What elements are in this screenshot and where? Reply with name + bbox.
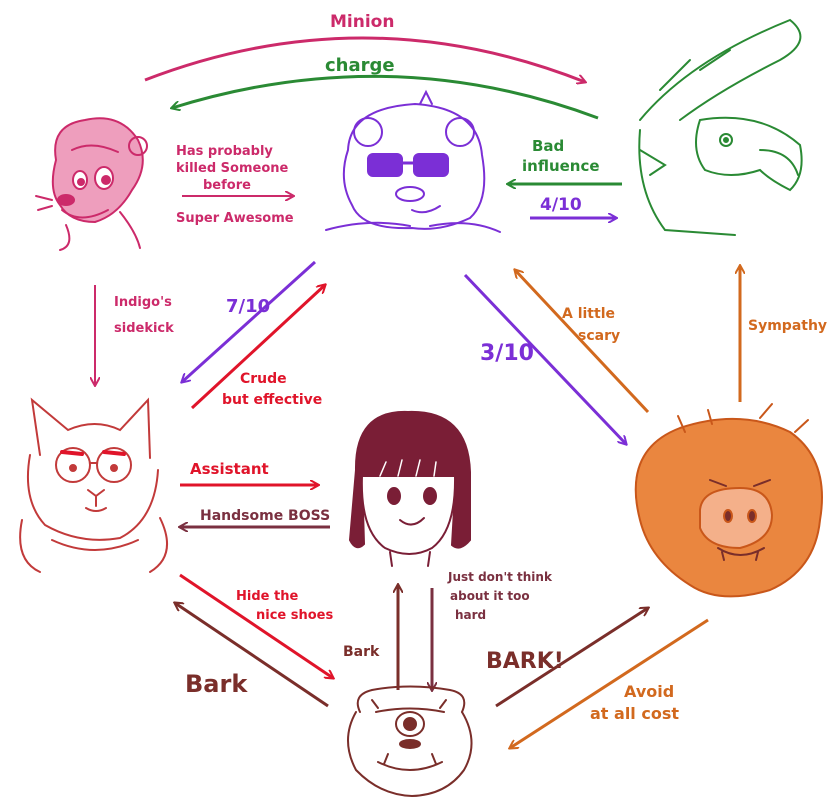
one-eyed-bulldog-icon [347, 685, 473, 798]
cat-with-glasses-icon [19, 397, 168, 573]
label-little-scary-2: scary [578, 328, 620, 344]
label-bark-big: BARK! [486, 649, 564, 674]
label-has-probably-1: Has probably [176, 144, 273, 159]
boar-face-icon [634, 403, 823, 598]
label-three-ten: 3/10 [480, 341, 534, 366]
label-super-awesome: Super Awesome [176, 211, 294, 226]
label-indigos-1: Indigo's [114, 295, 172, 310]
bear-with-sunglasses-icon [325, 89, 501, 233]
label-crude-1: Crude [240, 371, 287, 387]
label-seven-ten: 7/10 [226, 296, 270, 317]
bird-with-hat-icon [638, 18, 803, 236]
arrow-crude [190, 285, 325, 410]
arrow-bark-left [175, 603, 329, 708]
label-just-dont-2: about it too [450, 589, 530, 603]
arrow-seven-ten [182, 260, 317, 382]
label-hide-shoes-1: Hide the [236, 589, 298, 604]
label-just-dont-1: Just don't think [447, 570, 553, 584]
girl-with-bangs-icon [348, 410, 471, 567]
label-hide-shoes-2: nice shoes [256, 608, 334, 623]
label-just-dont-3: hard [455, 608, 486, 622]
arrow-minion [144, 36, 585, 82]
arrow-three-ten [463, 273, 626, 444]
label-bark-small: Bark [343, 644, 380, 660]
arrow-bark-big [495, 608, 648, 708]
arrow-charge [172, 74, 599, 120]
label-assistant: Assistant [190, 460, 269, 478]
label-has-probably-2: killed Someone [176, 161, 289, 176]
label-charge: charge [325, 55, 395, 76]
otter-face-icon [35, 117, 148, 251]
label-sympathy: Sympathy [748, 318, 827, 334]
arrow-avoid [510, 618, 709, 748]
label-bark-left: Bark [185, 670, 248, 698]
arrow-little-scary [515, 270, 650, 414]
label-crude-2: but effective [222, 392, 322, 408]
arrow-hide-shoes [179, 573, 333, 678]
label-bad-influence-2: influence [522, 157, 600, 175]
label-little-scary-1: A little [562, 306, 615, 322]
label-minion: Minion [330, 12, 394, 32]
label-handsome-boss: Handsome BOSS [200, 508, 330, 524]
label-indigos-2: sidekick [114, 321, 174, 336]
label-avoid-1: Avoid [624, 682, 674, 701]
label-bad-influence-1: Bad [532, 137, 564, 155]
label-avoid-2: at all cost [590, 704, 679, 723]
label-four-ten: 4/10 [540, 195, 582, 215]
label-has-probably-3: before [203, 178, 251, 193]
